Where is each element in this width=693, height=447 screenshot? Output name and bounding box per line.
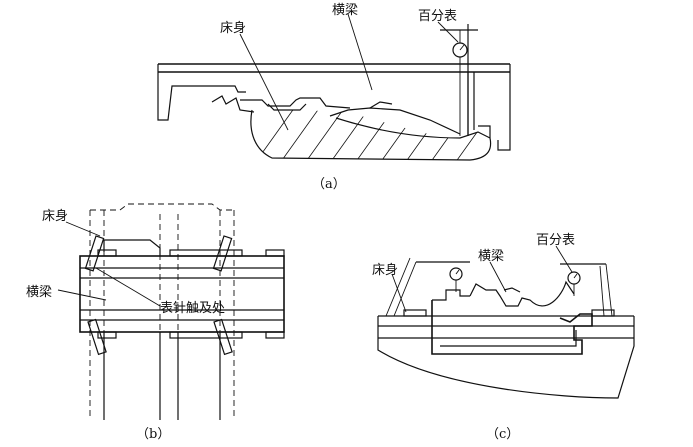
leader-dial-a — [437, 21, 459, 43]
leader-needle-b — [95, 267, 161, 307]
beam-section-c — [431, 280, 593, 355]
leader-beam-a — [347, 13, 373, 91]
bed-body-b — [103, 239, 161, 256]
label-dial-indicator-c: 百分表 — [536, 233, 575, 248]
dial-indicators-b — [84, 235, 233, 356]
label-dial-indicator-a: 百分表 — [418, 9, 457, 24]
label-beam-b: 横梁 — [26, 285, 52, 300]
leader-dial-c — [555, 245, 573, 273]
bed-lower-b — [103, 332, 221, 420]
bed-hatched-a — [250, 103, 492, 161]
leader-beam-b — [57, 289, 107, 301]
beam-band-b — [79, 249, 285, 339]
caption-b: （b） — [136, 427, 170, 442]
caption-a: （a） — [312, 177, 346, 192]
subfigure-b: 床身 横梁 表针触及处 （b） — [26, 203, 285, 442]
dial-indicator-left-c — [385, 257, 470, 317]
label-beam-a: 横梁 — [332, 3, 358, 18]
dial-indicator-a — [440, 24, 478, 136]
caption-c: （c） — [486, 427, 519, 442]
leader-bed-a — [239, 33, 289, 131]
beam-outline-a — [157, 63, 511, 151]
subfigure-a: 床身 横梁 百分表 （a） — [157, 3, 511, 192]
leader-bed-b — [65, 221, 101, 237]
leader-bed-c — [391, 273, 407, 313]
label-bed-b: 床身 — [42, 208, 68, 224]
label-beam-c: 横梁 — [478, 249, 504, 264]
leader-beam-c — [489, 261, 507, 293]
dial-indicator-right-c — [560, 263, 613, 317]
subfigure-c: 床身 横梁 百分表 （c） — [372, 233, 635, 442]
label-needle-contact-b: 表针触及处 — [160, 301, 225, 316]
label-bed-c: 床身 — [372, 262, 398, 278]
label-bed-a: 床身 — [220, 20, 246, 36]
